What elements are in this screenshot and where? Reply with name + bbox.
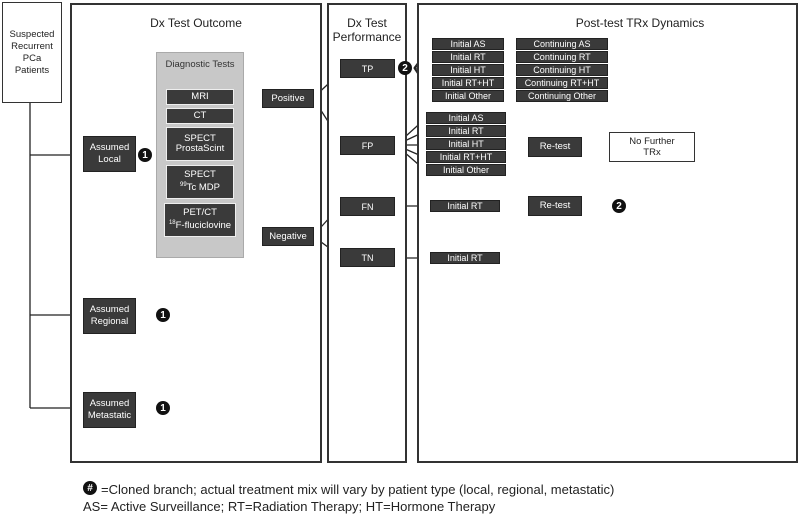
patients-label-line: Recurrent <box>11 40 53 52</box>
tp-initial-ht: Initial HT <box>432 64 504 76</box>
result-positive: Positive <box>262 89 314 108</box>
panel-title-outcome: Dx Test Outcome <box>150 16 242 30</box>
test-ct: CT <box>166 108 234 124</box>
test-petct-text: F-fluciclovine <box>175 220 232 232</box>
test-petct-line2: 18F-fluciclovine <box>169 218 231 231</box>
diagnostic-tests-title: Diagnostic Tests <box>165 59 235 70</box>
cloned-branch-badge-1-local: 1 <box>138 148 152 162</box>
test-petct-line1: PET/CT <box>183 207 217 219</box>
patients-label-line: PCa <box>22 52 42 64</box>
test-spect-tc-text: Tc MDP <box>186 182 220 194</box>
tp-continuing-ht: Continuing HT <box>516 64 608 76</box>
perf-tn: TN <box>340 248 395 267</box>
panel-title-dynamics: Post-test TRx Dynamics <box>575 16 705 30</box>
test-petct-sup: 18 <box>168 220 176 227</box>
tp-continuing-other: Continuing Other <box>516 90 608 102</box>
cloned-branch-badge-1-metastatic: 1 <box>156 401 170 415</box>
fn-initial-rt: Initial RT <box>430 200 500 212</box>
tp-continuing-as: Continuing AS <box>516 38 608 50</box>
perf-tp: TP <box>340 59 395 78</box>
test-petct-fluciclovine: PET/CT 18F-fluciclovine <box>164 203 236 237</box>
tn-initial-rt: Initial RT <box>430 252 500 264</box>
assumed-local-box: Assumed Local <box>83 136 136 172</box>
legend-line-1: =Cloned branch; actual treatment mix wil… <box>101 482 615 497</box>
fp-initial-other: Initial Other <box>426 164 506 176</box>
tp-initial-as: Initial AS <box>432 38 504 50</box>
fp-initial-rt: Initial RT <box>426 125 506 137</box>
fp-initial-ht: Initial HT <box>426 138 506 150</box>
panel-dx-performance <box>327 3 407 463</box>
test-spect-tc-line1: SPECT <box>184 169 216 181</box>
perf-fp: FP <box>340 136 395 155</box>
cloned-branch-badge-2-tp: 2 <box>398 61 412 75</box>
tp-continuing-rt-ht: Continuing RT+HT <box>516 77 608 89</box>
tp-initial-rt-ht: Initial RT+HT <box>432 77 504 89</box>
test-mri: MRI <box>166 89 234 105</box>
legend-hash-badge: # <box>83 481 97 495</box>
cloned-branch-badge-1-regional: 1 <box>156 308 170 322</box>
panel-title-performance: Dx Test Performance <box>332 16 402 44</box>
fp-initial-rt-ht: Initial RT+HT <box>426 151 506 163</box>
cloned-branch-badge-2-fn: 2 <box>612 199 626 213</box>
result-negative: Negative <box>262 227 314 246</box>
perf-fn: FN <box>340 197 395 216</box>
test-spect-tc-sup: 99 <box>180 182 187 189</box>
assumed-regional-box: Assumed Regional <box>83 298 136 334</box>
tp-initial-rt: Initial RT <box>432 51 504 63</box>
fp-no-further-trx: No Further TRx <box>609 132 695 162</box>
tp-continuing-rt: Continuing RT <box>516 51 608 63</box>
patients-box: Suspected Recurrent PCa Patients <box>2 2 62 103</box>
test-spect-prostascint-line2: ProstaScint <box>175 143 225 154</box>
assumed-metastatic-box: Assumed Metastatic <box>83 392 136 428</box>
test-spect-tc-line2: 99Tc MDP <box>180 180 220 193</box>
tp-initial-other: Initial Other <box>432 90 504 102</box>
fn-retest: Re-test <box>528 196 582 216</box>
test-spect-prostascint: SPECT ProstaScint <box>166 127 234 161</box>
fp-initial-as: Initial AS <box>426 112 506 124</box>
legend-line-2: AS= Active Surveillance; RT=Radiation Th… <box>83 499 496 514</box>
fp-retest: Re-test <box>528 137 582 157</box>
patients-label-line: Suspected <box>9 28 55 40</box>
test-spect-tc-mdp: SPECT 99Tc MDP <box>166 165 234 199</box>
test-spect-prostascint-line1: SPECT <box>184 133 216 144</box>
patients-label-line: Patients <box>14 64 50 76</box>
